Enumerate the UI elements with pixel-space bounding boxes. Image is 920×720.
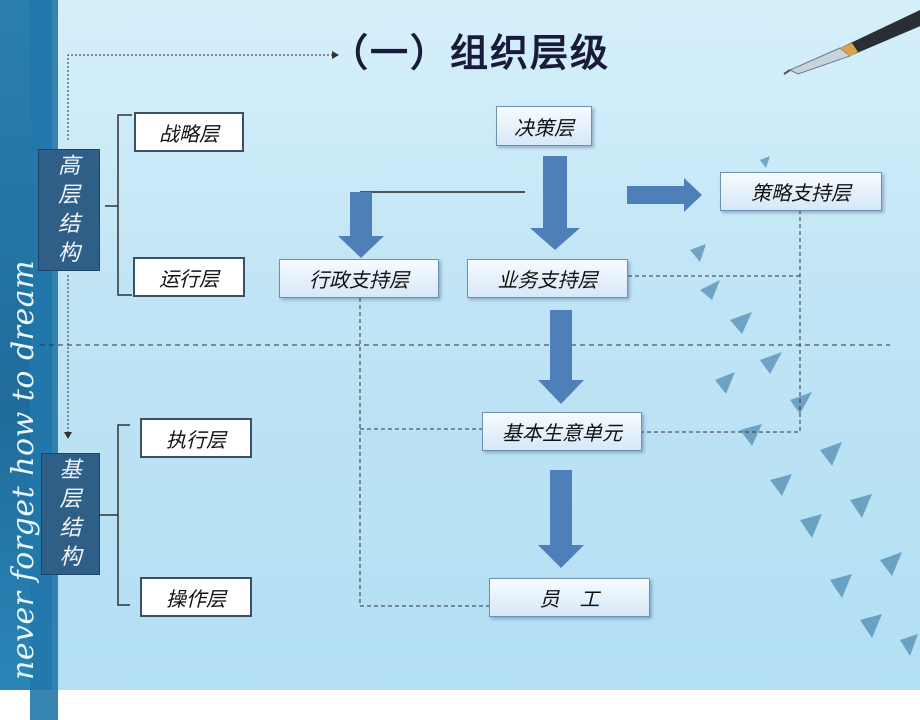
fountain-pen-icon bbox=[783, 10, 920, 75]
decorative-triangles bbox=[690, 156, 918, 656]
sidebar-curve bbox=[30, 0, 119, 720]
base-structure-label: 基 层 结 构 bbox=[41, 453, 100, 575]
admin-support-box: 行政支持层 bbox=[279, 259, 439, 298]
upper-structure-label: 高 层 结 构 bbox=[38, 149, 100, 271]
page-title: （一）组织层级 bbox=[330, 30, 611, 75]
level-operate: 操作层 bbox=[140, 577, 252, 617]
level-strategy: 战略层 bbox=[134, 112, 244, 152]
block-arrows bbox=[338, 156, 702, 568]
level-operation: 运行层 bbox=[133, 257, 245, 297]
business-support-box: 业务支持层 bbox=[467, 259, 628, 298]
decision-layer-box: 决策层 bbox=[496, 106, 592, 146]
staff-box: 员 工 bbox=[489, 578, 650, 617]
strategic-support-box: 策略支持层 bbox=[720, 172, 882, 211]
level-execution: 执行层 bbox=[140, 418, 252, 458]
diagram-connectors bbox=[40, 51, 918, 656]
basic-business-unit-box: 基本生意单元 bbox=[482, 412, 642, 451]
